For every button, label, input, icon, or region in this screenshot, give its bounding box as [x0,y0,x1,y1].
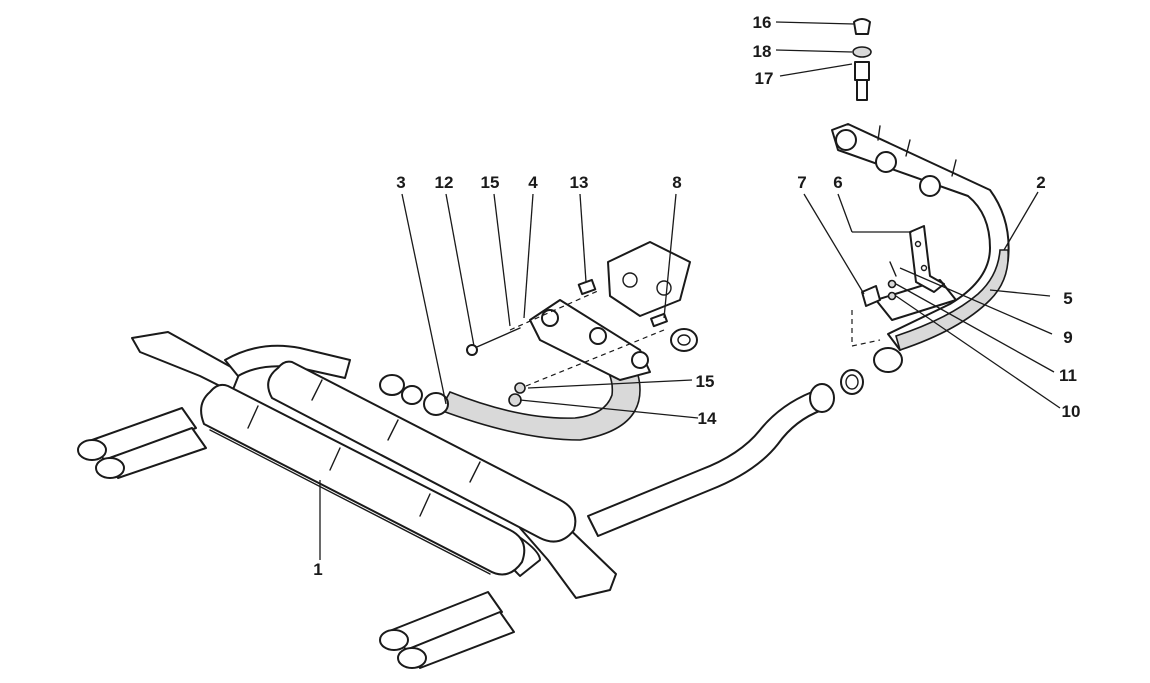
callout-9: 9 [1063,328,1072,347]
callout-5: 5 [1063,289,1072,308]
stud-8 [650,312,668,328]
right-manifold-outlet-flange [873,347,903,373]
left-manifold-outlet-flange [423,392,449,416]
intermediate-pipe [587,369,864,537]
nut-10 [887,291,897,301]
manifold-gasket [670,328,698,352]
callout-13: 13 [570,173,589,192]
callout-15-lower: 15 [696,372,715,391]
left-tailpipe-tip-upper [77,439,107,461]
cylinder-head-block [607,241,691,317]
inlet-gasket-left [379,374,405,396]
right-tailpipe-tip-upper [379,629,409,651]
callout-6: 6 [833,173,842,192]
callout-10: 10 [1062,402,1081,421]
callout-11: 11 [1059,366,1077,385]
callout-labels: 1 2 3 4 5 6 7 8 9 10 11 12 13 14 15 15 1… [313,13,1080,579]
callout-7: 7 [797,173,806,192]
right-tailpipe-tip-lower [397,647,427,669]
stud-17-shaft [856,79,868,101]
leader-lines [319,21,1061,560]
left-tailpipe-tip-lower [95,457,125,479]
callout-18: 18 [753,42,772,61]
pipe-sealing-ring [840,369,864,395]
washer-11 [887,279,897,289]
stud-13 [577,278,597,296]
intermediate-pipe-flange [809,383,835,413]
cap-16 [853,18,871,35]
callout-17: 17 [755,69,774,88]
washer-15 [514,382,526,394]
callout-4: 4 [528,173,538,192]
inlet-flange-left [401,385,423,405]
callout-3: 3 [396,173,405,192]
right-exhaust-manifold [831,123,1010,373]
callout-1: 1 [313,560,322,579]
callout-14: 14 [698,409,717,428]
callout-16: 16 [753,13,772,32]
upper-muffler-body [267,360,577,543]
callout-2: 2 [1036,173,1045,192]
rear-muffler-assembly [77,331,617,669]
left-exhaust-manifold [423,241,698,441]
top-fastener-stack [852,18,872,101]
washer-18 [852,46,872,58]
screw-9 [889,261,897,277]
callout-8: 8 [672,173,681,192]
callout-15-top: 15 [481,173,500,192]
lower-muffler-body [200,383,526,576]
nut-14 [508,393,522,407]
spacer-17 [854,61,870,81]
support-bracket-6 [909,225,945,293]
callout-12: 12 [435,173,454,192]
left-mounting-bracket [131,331,241,393]
bolt-12 [469,327,521,351]
clip-7 [861,285,881,307]
